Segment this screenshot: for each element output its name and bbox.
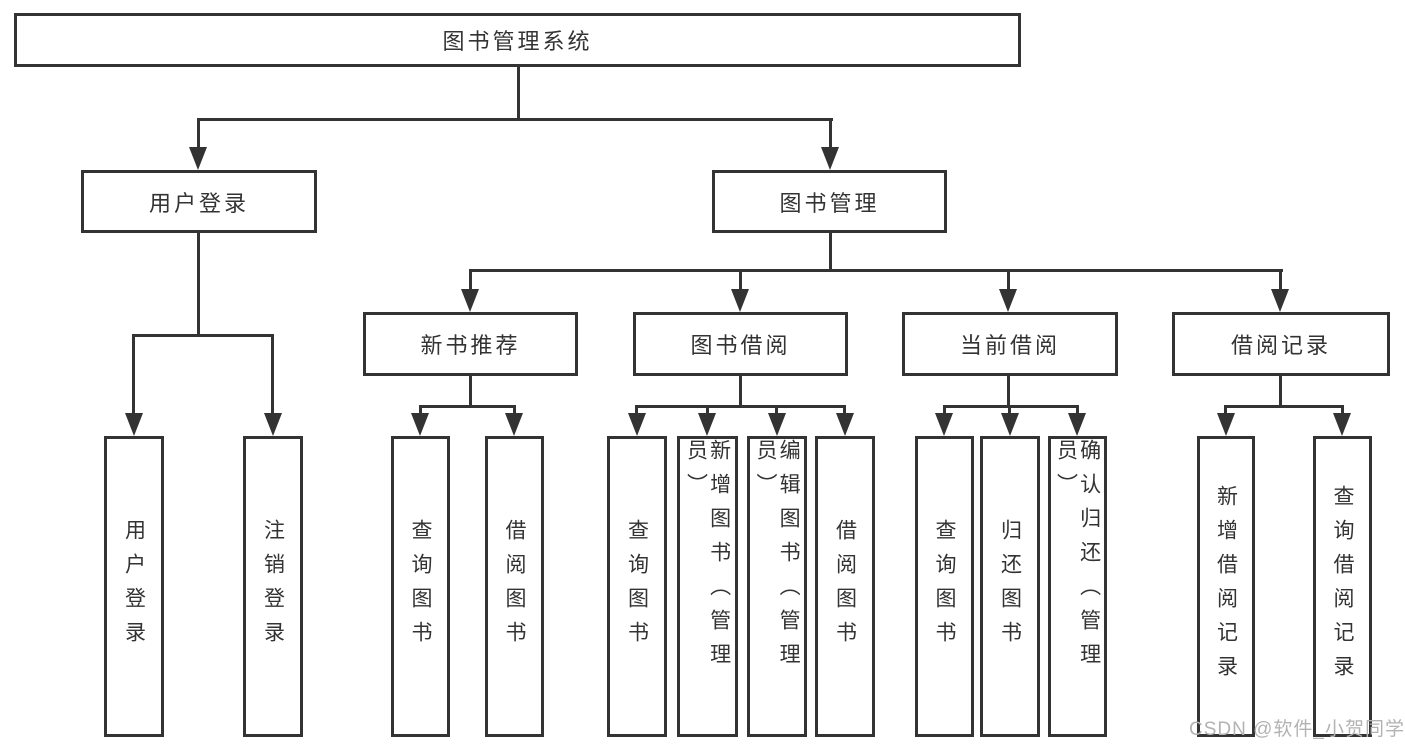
leaf-label: 借阅图书 <box>503 518 527 655</box>
connector-line <box>943 405 946 418</box>
leaf-query-books-recommend: 查询图书 <box>391 436 450 737</box>
leaf-query-books-current: 查询图书 <box>915 436 974 737</box>
connector-line <box>197 118 200 152</box>
node-label: 新书推荐 <box>420 333 521 358</box>
node-borrow-records: 借阅记录 <box>1172 312 1390 376</box>
connector-line <box>1225 405 1344 408</box>
arrow-down-icon <box>698 413 716 436</box>
leaf-borrow-books-recommend: 借阅图书 <box>485 436 544 737</box>
leaf-add-books-admin: 新增图书（管理员） <box>677 436 738 737</box>
connector-line <box>469 269 1283 272</box>
node-book-mgmt: 图书管理 <box>712 170 947 233</box>
connector-line <box>419 405 422 418</box>
leaf-add-borrow-record: 新增借阅记录 <box>1197 436 1255 737</box>
leaf-label: 查询图书 <box>625 518 649 655</box>
connector-line <box>271 334 274 420</box>
arrow-down-icon <box>189 147 207 170</box>
node-book-borrow: 图书借阅 <box>633 312 848 376</box>
leaf-label: 查询图书 <box>409 518 433 655</box>
connector-line <box>1008 405 1011 418</box>
arrow-down-icon <box>264 413 282 436</box>
node-book-mgmt-label: 图书管理 <box>779 190 880 216</box>
connector-line <box>739 269 742 294</box>
connector-line <box>513 405 516 418</box>
connector-line <box>1279 269 1282 294</box>
leaf-return-books: 归还图书 <box>980 436 1040 737</box>
arrow-down-icon <box>125 413 143 436</box>
leaf-logout: 注销登录 <box>243 436 303 737</box>
connector-line <box>1007 375 1010 408</box>
arrow-down-icon <box>1068 413 1086 436</box>
leaf-label: 用户登录 <box>122 518 146 655</box>
connector-line <box>775 405 778 418</box>
connector-line <box>197 118 833 121</box>
arrow-down-icon <box>836 413 854 436</box>
watermark: CSDN @软件_小贺同学 <box>1189 719 1405 740</box>
leaf-query-books-borrow: 查询图书 <box>607 436 667 737</box>
arrow-down-icon <box>411 413 429 436</box>
arrow-down-icon <box>731 289 749 312</box>
node-current-borrow: 当前借阅 <box>902 312 1118 376</box>
node-root-label: 图书管理系统 <box>442 29 593 54</box>
leaf-label: 归还图书 <box>998 518 1022 655</box>
arrow-down-icon <box>999 289 1017 312</box>
connector-line <box>517 66 520 120</box>
connector-line <box>635 405 638 418</box>
connector-line <box>133 334 274 337</box>
connector-line <box>1279 375 1282 408</box>
connector-line <box>706 405 709 418</box>
arrow-down-icon <box>1217 413 1235 436</box>
node-user-login-label: 用户登录 <box>148 190 249 216</box>
leaf-user-login: 用户登录 <box>104 436 164 737</box>
node-root: 图书管理系统 <box>14 13 1021 67</box>
connector-line <box>739 375 742 408</box>
arrow-down-icon <box>1001 413 1019 436</box>
leaf-label: 编辑图书（管理员） <box>754 439 801 677</box>
arrow-down-icon <box>935 413 953 436</box>
leaf-label: 新增借阅记录 <box>1214 484 1238 689</box>
node-new-book-recommend: 新书推荐 <box>363 312 578 376</box>
leaf-label: 新增图书（管理员） <box>684 439 731 677</box>
connector-line <box>843 405 846 418</box>
connector-line <box>943 405 1079 408</box>
node-label: 借阅记录 <box>1230 333 1331 358</box>
arrow-down-icon <box>628 413 646 436</box>
leaf-label: 注销登录 <box>261 518 285 655</box>
node-label: 图书借阅 <box>690 333 791 358</box>
connector-line <box>1007 269 1010 294</box>
connector-line <box>1341 405 1344 418</box>
leaf-borrow-books: 借阅图书 <box>815 436 875 737</box>
connector-line <box>197 232 200 336</box>
connector-line <box>829 118 832 152</box>
leaf-edit-books-admin: 编辑图书（管理员） <box>747 436 807 737</box>
arrow-down-icon <box>505 413 523 436</box>
node-label: 当前借阅 <box>959 333 1060 358</box>
leaf-label: 确认归还（管理员） <box>1054 439 1101 677</box>
connector-line <box>829 232 832 272</box>
connector-line <box>1076 405 1079 418</box>
node-user-login: 用户登录 <box>81 170 317 233</box>
arrow-down-icon <box>1333 413 1351 436</box>
connector-line <box>132 334 135 420</box>
connector-line <box>1224 405 1227 418</box>
connector-line <box>469 375 472 408</box>
leaf-label: 查询借阅记录 <box>1331 484 1355 689</box>
arrow-down-icon <box>768 413 786 436</box>
leaf-label: 查询图书 <box>933 518 957 655</box>
leaf-confirm-return-admin: 确认归还（管理员） <box>1048 436 1107 737</box>
arrow-down-icon <box>1271 289 1289 312</box>
connector-line <box>419 405 516 408</box>
leaf-query-borrow-record: 查询借阅记录 <box>1313 436 1372 737</box>
arrow-down-icon <box>821 147 839 170</box>
connector-line <box>636 405 846 408</box>
leaf-label: 借阅图书 <box>833 518 857 655</box>
arrow-down-icon <box>461 289 479 312</box>
connector-line <box>469 269 472 294</box>
